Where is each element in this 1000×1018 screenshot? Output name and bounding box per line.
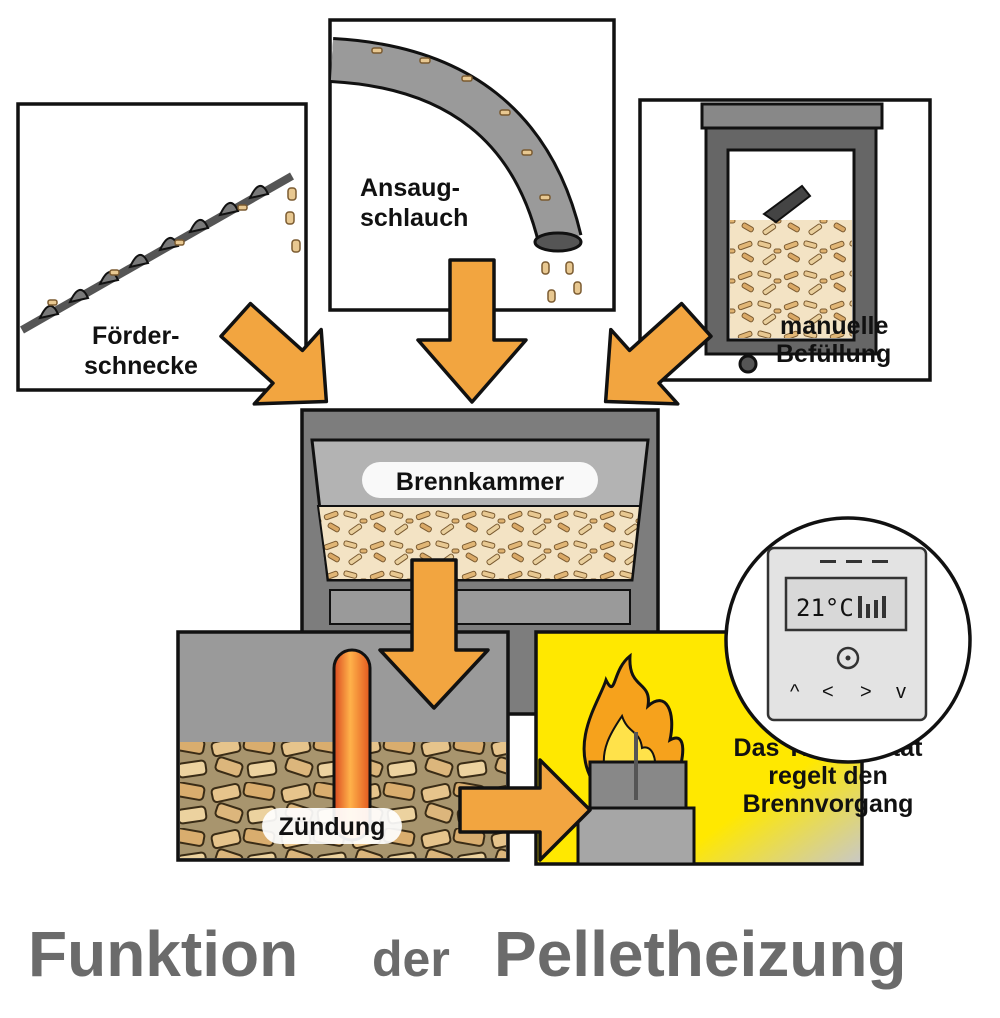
manuelle-befuellung-label-line1: manuelle — [780, 312, 888, 340]
panel-manuelle-befuellung: manuelle Befüllung — [638, 98, 932, 382]
thermostat-button-left: < — [822, 681, 834, 703]
foerderschnecke-label-line2: schnecke — [84, 352, 198, 380]
panel-ansaugschlauch: Ansaug- schlauch — [328, 18, 616, 312]
auger-screw-icon — [20, 172, 301, 334]
title-part2: der — [372, 931, 450, 987]
ansaugschlauch-label-line1: Ansaug- — [360, 174, 460, 202]
thermostat-center-button — [836, 646, 860, 670]
pellet-bin-icon — [700, 102, 884, 374]
title-part3: Pelletheizung — [494, 918, 907, 990]
arrow-zuendung-to-flame — [458, 758, 592, 862]
thermostat-text-line2: regelt den — [768, 762, 887, 790]
title-part1: Funktion — [28, 918, 298, 990]
thermostat-button-up: ^ — [790, 681, 800, 703]
brennkammer-label: Brennkammer — [396, 468, 564, 496]
ansaugschlauch-label-line2: schlauch — [360, 204, 468, 232]
zuendung-label: Zündung — [279, 813, 386, 841]
panel-foerderschnecke: Förder- schnecke — [16, 102, 308, 392]
arrow-foerderschnecke — [219, 301, 329, 406]
burner-flame-icon — [576, 652, 696, 866]
arrow-brennkammer-to-zuendung — [378, 558, 490, 710]
arrow-ansaugschlauch — [416, 258, 528, 404]
manuelle-befuellung-label-line2: Befüllung — [776, 340, 891, 368]
thermostat-icon: 21°C ^ < > v — [724, 516, 972, 764]
display-bars — [820, 560, 888, 618]
thermostat-display: 21°C — [796, 594, 854, 622]
thermostat-text-line3: Brennvorgang — [743, 790, 914, 818]
thermostat-button-right: > — [860, 681, 872, 703]
arrow-manuelle-befuellung — [603, 301, 713, 406]
thermostat-button-down: v — [896, 681, 906, 703]
foerderschnecke-label-line1: Förder- — [92, 322, 180, 350]
diagram-title: Funktion der Pelletheizung — [28, 918, 907, 990]
suction-hose-icon — [330, 37, 583, 303]
